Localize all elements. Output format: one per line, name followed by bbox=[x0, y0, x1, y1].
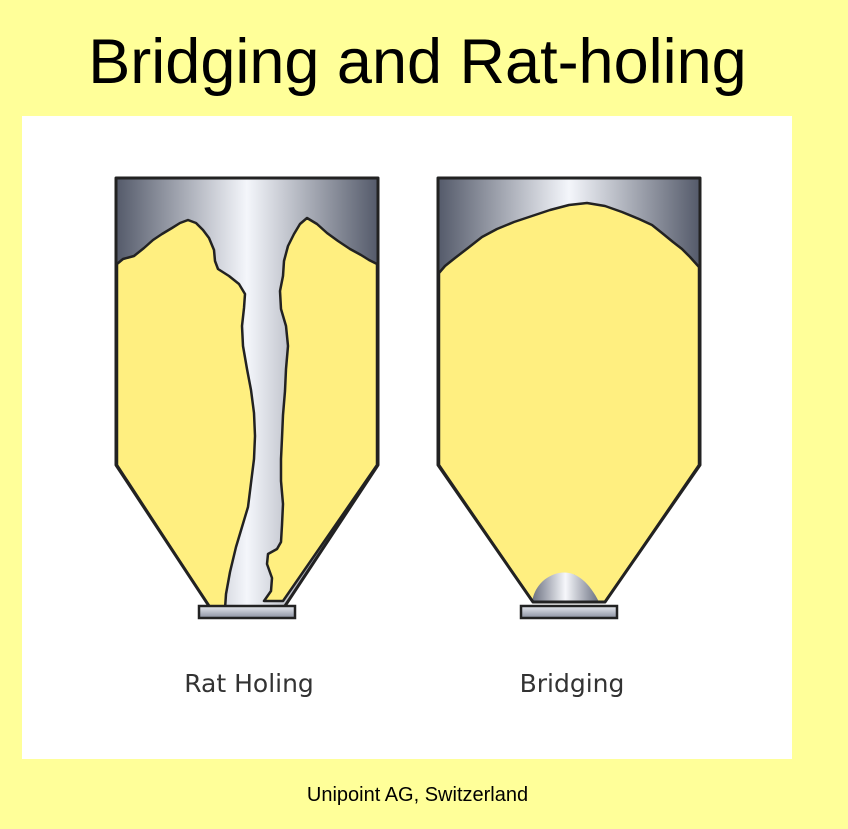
rat-holing-label: Rat Holing bbox=[184, 669, 314, 698]
left-powder-right bbox=[262, 216, 379, 603]
silo-diagram: Rat Holing Bridging bbox=[114, 176, 702, 698]
bridge-arch-void bbox=[532, 572, 599, 602]
slide-caption: Unipoint AG, Switzerland bbox=[306, 784, 529, 806]
figure-panel: Rat Holing Bridging bbox=[22, 116, 792, 759]
bridging-label: Bridging bbox=[520, 669, 625, 698]
left-powder-left bbox=[115, 218, 257, 611]
right-powder-mass bbox=[437, 201, 701, 604]
right-outlet-plate bbox=[519, 604, 619, 620]
bridging-silo bbox=[436, 176, 702, 620]
slide-title: Bridging and Rat-holing bbox=[88, 27, 747, 97]
rat-holing-silo bbox=[114, 176, 380, 620]
left-outlet-plate bbox=[197, 604, 297, 620]
right-silo-outline bbox=[436, 176, 702, 604]
